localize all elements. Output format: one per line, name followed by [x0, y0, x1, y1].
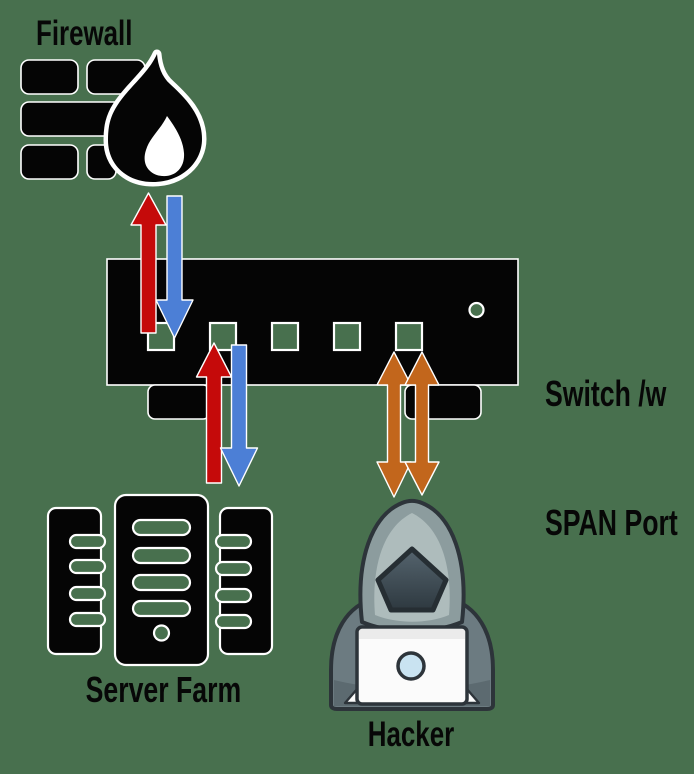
server-slot — [68, 585, 107, 602]
server-farm-label: Server Farm — [85, 669, 242, 710]
hacker-icon — [329, 498, 495, 711]
arrow-orange-span-left — [376, 351, 412, 498]
flame-inner — [144, 116, 185, 177]
server-slot — [131, 518, 192, 537]
switch-label-line2: SPAN Port — [545, 502, 678, 543]
arrow-red-up-switch-to-firewall — [130, 192, 167, 334]
switch-port-4 — [332, 321, 362, 352]
arrow-red-up-server-to-switch — [195, 342, 233, 484]
switch-foot — [147, 384, 211, 420]
firewall-brick — [20, 144, 79, 180]
laptop-logo — [396, 651, 426, 681]
hacker-label: Hacker — [367, 715, 455, 754]
hacker-face — [375, 546, 449, 613]
traffic-arrows — [130, 192, 440, 498]
server-power-dot — [152, 624, 171, 642]
server-slot — [131, 546, 192, 565]
server-slot — [214, 587, 253, 604]
arrow-orange-span-right — [404, 351, 440, 496]
firewall-icon — [20, 49, 207, 187]
server-slot — [131, 599, 192, 618]
laptop-outline — [355, 625, 469, 706]
switch-led — [468, 301, 485, 319]
server-slot — [68, 558, 107, 575]
server-slot — [68, 533, 107, 550]
server-slot — [214, 533, 253, 550]
arrow-blue-down-switch-to-server — [219, 344, 259, 487]
server-tower-left — [46, 506, 103, 656]
laptop-lid-strip — [359, 629, 465, 639]
switch-label-line1: Switch /w — [545, 373, 667, 414]
server-tower-right — [218, 506, 274, 656]
firewall-brick — [20, 59, 79, 95]
server-slot — [214, 560, 253, 577]
switch-label: Switch /w SPAN Port — [545, 286, 678, 630]
server-farm-icon — [46, 493, 274, 667]
switch-port-span — [394, 321, 424, 352]
server-slot — [214, 613, 253, 630]
firewall-label: Firewall — [36, 14, 133, 53]
switch-port-3 — [270, 321, 300, 352]
arrow-blue-down-firewall-to-switch — [155, 195, 194, 339]
server-slot — [68, 611, 107, 628]
server-slot — [131, 573, 192, 592]
